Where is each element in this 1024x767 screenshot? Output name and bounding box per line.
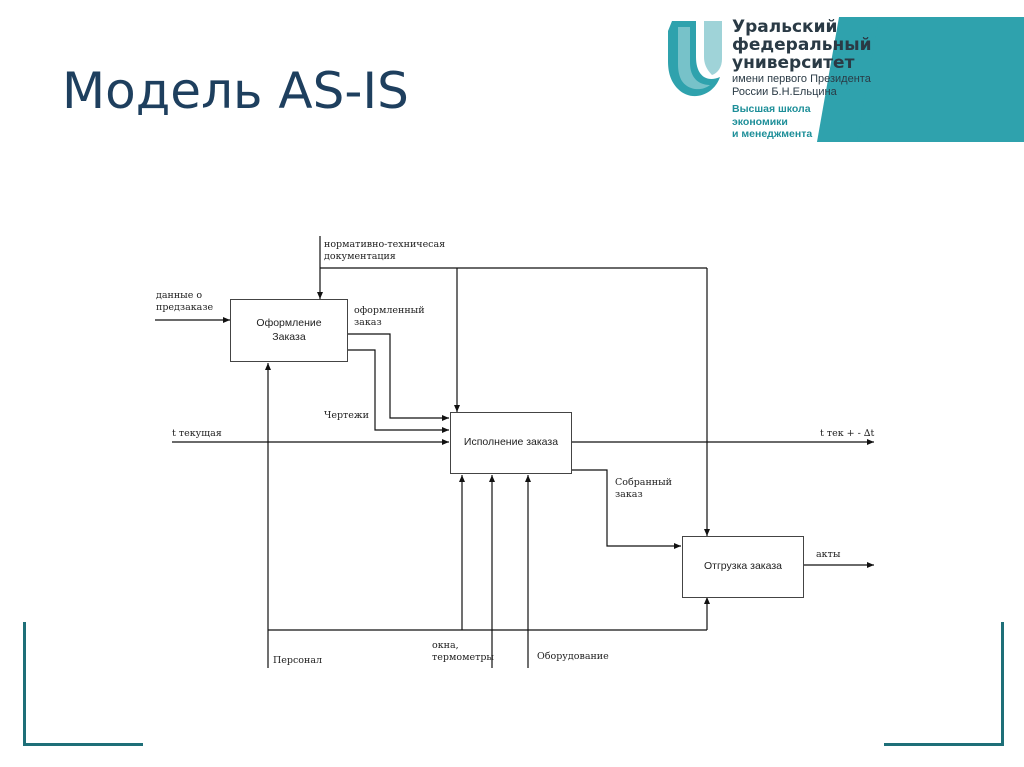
box-execution: Исполнение заказа [450, 412, 572, 474]
label-windows-line-2: термометры [432, 652, 494, 664]
arrow-formed-order [347, 333, 449, 421]
logo-line-3: университет [732, 52, 855, 73]
logo-line-5: России Б.Н.Ельцина [732, 85, 837, 98]
label-formed-order-line-1: оформленный [354, 305, 425, 316]
box-order-form-line-2: Заказа [272, 330, 306, 343]
box-order-form: Оформление Заказа [230, 299, 348, 362]
logo-text: Уральский федеральный университет имени … [732, 17, 872, 141]
label-assembled-order-line-1: Собранный [615, 477, 673, 488]
label-formed-order: оформленный заказ [354, 305, 425, 330]
box-execution-label: Исполнение заказа [463, 436, 559, 449]
arrow-assembled-order [571, 469, 681, 549]
arrow-drawings [347, 349, 449, 433]
university-logo: Уральский федеральный университет имени … [664, 17, 1024, 142]
corner-left-horizontal [23, 743, 143, 746]
label-assembled-order-line-2: заказ [615, 489, 643, 501]
logo-line-2: федеральный [732, 34, 872, 55]
university-emblem-icon [668, 21, 722, 97]
logo-line-8: и менеджмента [732, 128, 813, 141]
logo-teal-band [850, 17, 1024, 142]
label-equipment: Оборудование [537, 651, 609, 662]
label-formed-order-line-2: заказ [354, 317, 382, 329]
corner-right-vertical [1001, 622, 1004, 746]
box-shipment: Отгрузка заказа [682, 536, 804, 598]
label-norm-doc-line-1: нормативно-техничесая [324, 239, 446, 250]
box-order-form-line-1: Оформление [256, 317, 322, 330]
label-windows: окна, термометры [432, 640, 494, 665]
logo-line-7: экономики [732, 115, 788, 128]
label-acts: акты [816, 549, 841, 560]
box-shipment-label: Отгрузка заказа [703, 560, 783, 573]
slide-title: Модель AS-IS [62, 62, 409, 120]
label-drawings: Чертежи [324, 410, 369, 421]
label-t-current: t текущая [172, 428, 222, 439]
label-t-result: t тек + - ∆t [820, 428, 875, 439]
corner-right-horizontal [884, 743, 1004, 746]
label-norm-doc: нормативно-техничесая документация [324, 239, 445, 264]
logo-line-6: Высшая школа [732, 102, 811, 115]
label-predorder-line-2: предзаказе [156, 302, 214, 314]
label-predorder: данные о предзаказе [156, 290, 213, 315]
label-personnel: Персонал [273, 655, 323, 666]
logo-line-1: Уральский [732, 17, 838, 37]
corner-left-vertical [23, 622, 26, 746]
label-assembled-order: Собранный заказ [615, 477, 672, 502]
label-predorder-line-1: данные о [156, 290, 203, 301]
logo-line-4: имени первого Президента [732, 72, 871, 85]
label-windows-line-1: окна, [432, 640, 459, 651]
label-norm-doc-line-2: документация [324, 251, 396, 263]
